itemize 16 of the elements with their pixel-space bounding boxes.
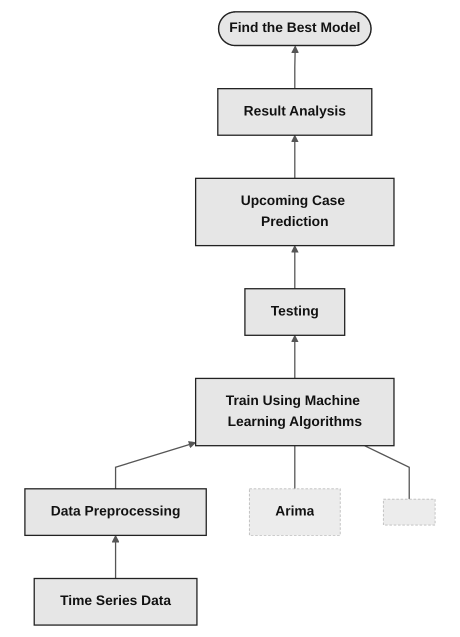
node-box [382,498,436,526]
arrow [112,535,120,579]
node-box: Time Series Data [34,578,198,626]
node-box: Result Analysis [217,88,372,136]
node-box: Testing [244,288,346,336]
arrow [291,134,299,178]
arrow [291,334,299,378]
arrow [114,441,196,489]
node-box: Train Using Machine Learning Algorithms [194,378,395,446]
connector [364,445,410,500]
connector [294,446,296,489]
arrow [291,46,299,89]
node-box: Arima [248,488,341,536]
node-box: Upcoming Case Prediction [194,178,395,246]
node-box: Data Preprocessing [24,488,207,536]
arrow [291,245,299,289]
